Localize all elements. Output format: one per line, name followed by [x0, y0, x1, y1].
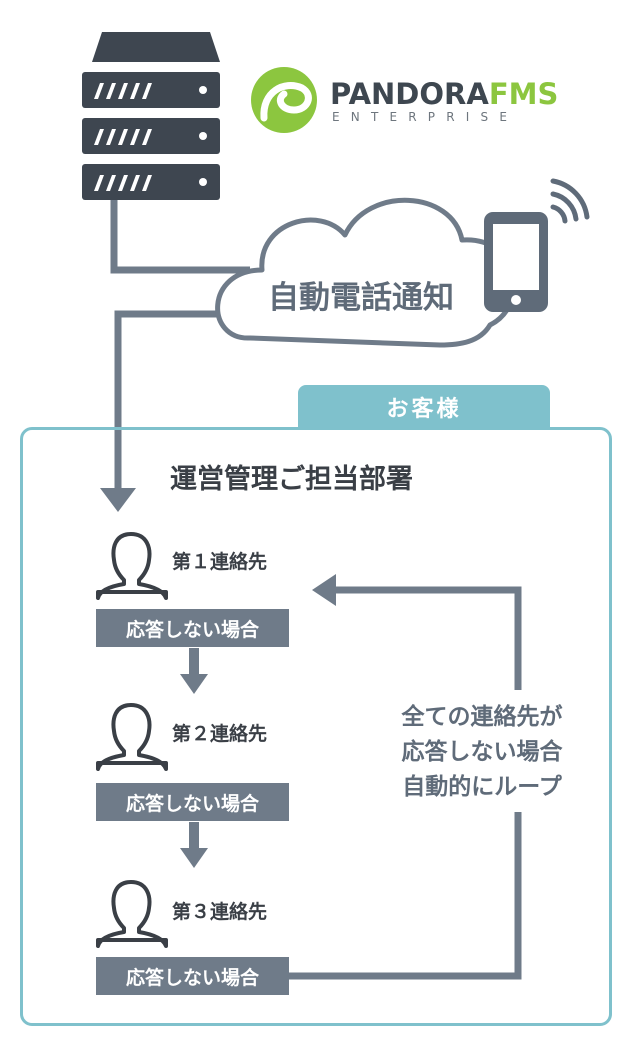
contact-2-label: 第２連絡先 — [172, 723, 268, 745]
loop-line-upper — [330, 586, 522, 690]
contact-3-label: 第３連絡先 — [172, 901, 268, 923]
contact-1-label: 第１連絡先 — [172, 551, 268, 573]
server-cloud-connector — [110, 195, 250, 274]
server-rack-icon — [82, 32, 220, 200]
no-answer-box-3: 応答しない場合 — [96, 957, 289, 995]
brand-name-green: FMS — [488, 77, 559, 111]
smartphone-icon — [484, 178, 590, 312]
cloud-label: 自動電話通知 — [268, 280, 454, 316]
cloud-shape — [215, 197, 517, 348]
department-title: 運営管理ご担当部署 — [170, 464, 413, 495]
person-icon-1 — [96, 532, 168, 600]
brand-subtitle: ENTERPRISE — [332, 110, 519, 124]
person-icon-2 — [96, 703, 168, 771]
person-icon-3 — [96, 880, 168, 948]
loop-note-line-1: 全ての連絡先が — [401, 704, 563, 730]
cloud-to-department-arrowhead — [100, 488, 136, 512]
loop-note: 全ての連絡先が 応答しない場合 自動的にループ — [352, 700, 612, 805]
brand-wordmark: PANDORAFMS — [330, 78, 558, 110]
down-arrow-2 — [180, 822, 208, 868]
loop-note-line-3: 自動的にループ — [402, 774, 562, 800]
customer-tab: お客様 — [298, 385, 550, 429]
brand-name-dark: PANDORA — [330, 77, 489, 111]
pandora-logo-icon — [251, 67, 317, 133]
loop-line-lower — [289, 812, 522, 980]
loop-arrowhead — [312, 574, 336, 606]
down-arrow-1 — [180, 648, 208, 694]
loop-note-line-2: 応答しない場合 — [401, 739, 563, 765]
cloud-to-department-line — [114, 310, 250, 492]
no-answer-box-1: 応答しない場合 — [96, 609, 289, 647]
no-answer-box-2: 応答しない場合 — [96, 783, 289, 821]
customer-box — [20, 427, 612, 1026]
